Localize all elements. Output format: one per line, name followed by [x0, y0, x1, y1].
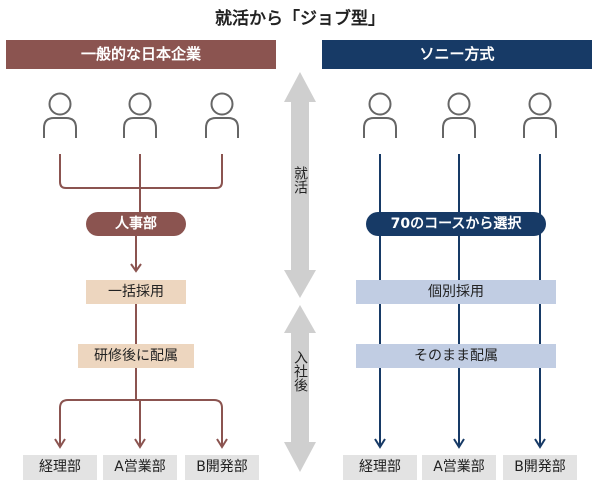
- left-dept-accounting: 経理部: [23, 455, 97, 480]
- person-icon: [523, 92, 557, 139]
- right-course-pill: 70のコースから選択: [366, 212, 546, 236]
- left-hr-pill: 人事部: [86, 212, 186, 236]
- center-label-lower: 入社後: [290, 350, 310, 397]
- center-label-upper: 就活: [290, 166, 310, 199]
- center-arrow-upper: [284, 72, 316, 298]
- right-step1-box: 個別採用: [356, 280, 556, 304]
- right-dept-accounting: 経理部: [343, 455, 417, 480]
- right-header: ソニー方式: [322, 40, 592, 69]
- right-dept-sales-a: A営業部: [422, 455, 496, 480]
- right-person-icons: [363, 92, 557, 139]
- left-step1-box: 一括採用: [86, 280, 186, 304]
- left-person-icons: [43, 92, 239, 139]
- person-icon: [442, 92, 476, 139]
- center-arrow-lower: [284, 305, 316, 472]
- right-step2-box: そのまま配属: [356, 344, 556, 368]
- diagram-title: 就活から「ジョブ型」: [215, 9, 385, 29]
- left-header: 一般的な日本企業: [6, 40, 276, 69]
- person-icon: [363, 92, 397, 139]
- left-flow-lines: [54, 154, 228, 449]
- right-dept-dev-b: B開発部: [503, 455, 577, 480]
- person-icon: [43, 92, 77, 139]
- left-step2-box: 研修後に配属: [78, 344, 194, 368]
- left-dept-dev-b: B開発部: [185, 455, 259, 480]
- center-label-lower-text: 入社後: [292, 350, 308, 392]
- person-icon: [205, 92, 239, 139]
- left-dept-sales-a: A営業部: [103, 455, 177, 480]
- person-icon: [123, 92, 157, 139]
- center-label-upper-text: 就活: [292, 166, 308, 194]
